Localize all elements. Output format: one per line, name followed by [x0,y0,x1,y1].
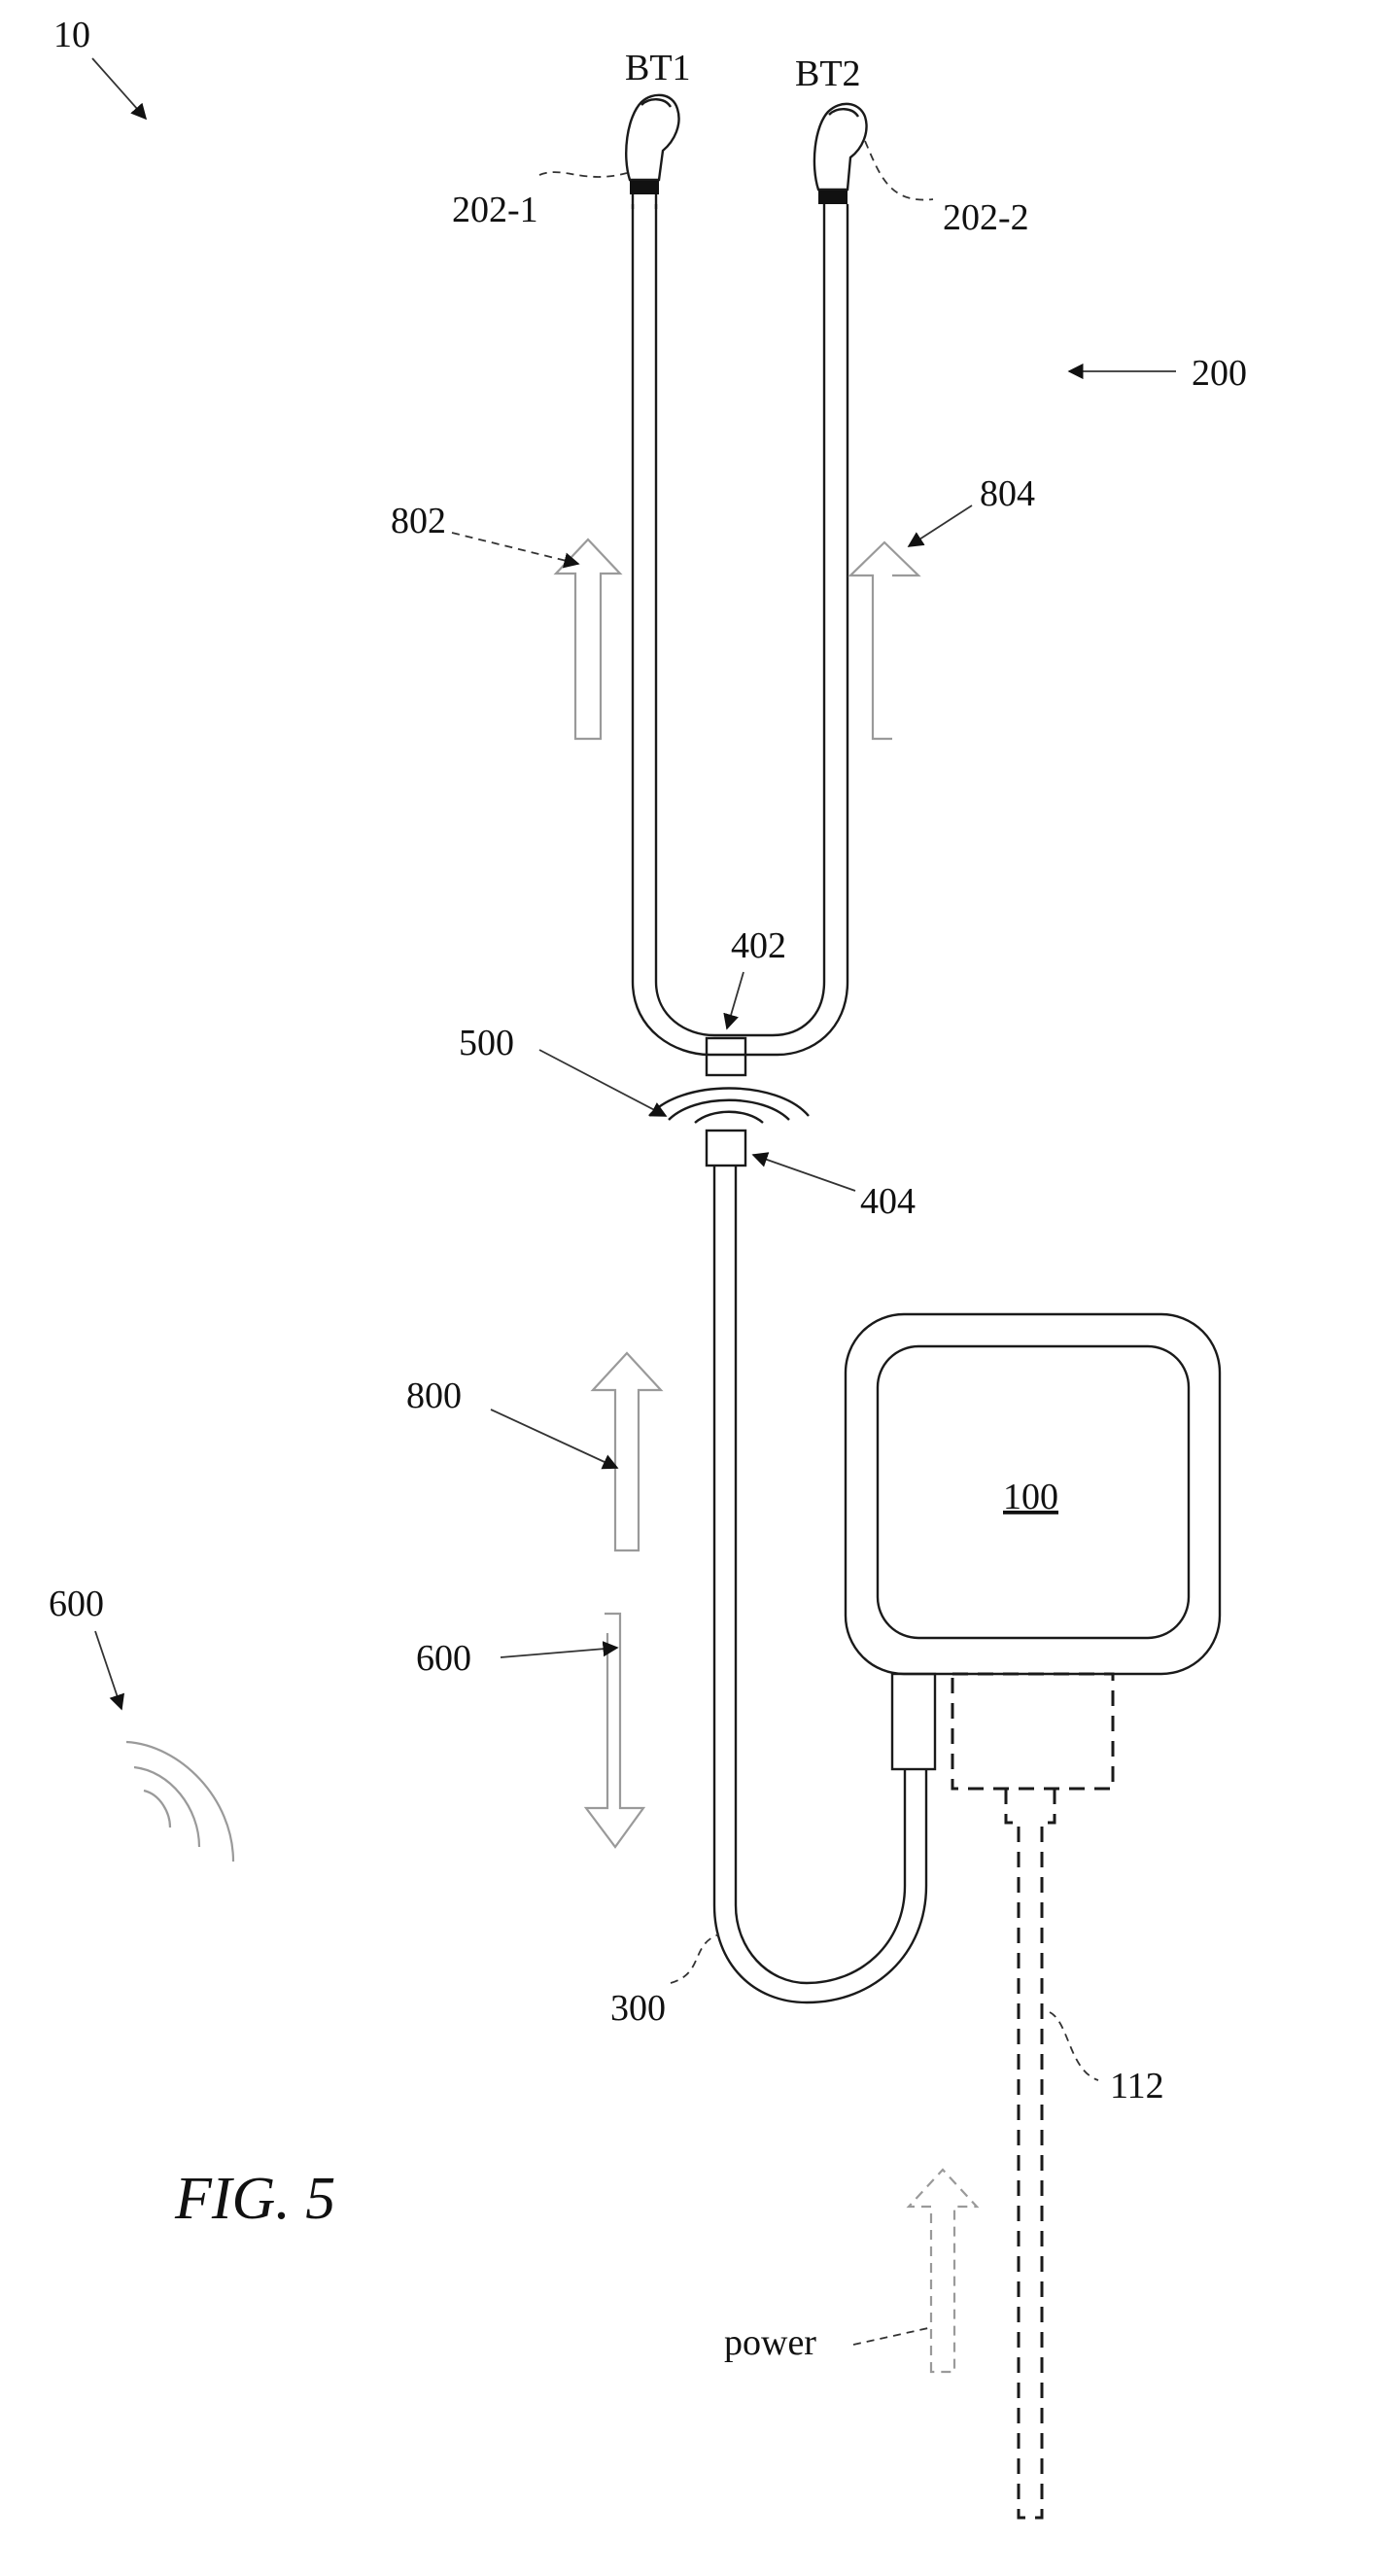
cable-label: 300 [610,1988,666,2029]
coupling-leader [538,1049,668,1117]
arrow-804-label: 804 [980,473,1035,514]
arrow-802-leader [451,532,580,569]
y-cable [631,204,849,1057]
bidirectional-arrow-800 [590,1351,664,1552]
main-cable [712,1166,928,2004]
arrow-800-label: 800 [406,1375,462,1416]
wireless-signal-waves [125,1740,235,1862]
cable-leader [670,1933,720,1984]
device-100: 100 [844,1312,1222,1676]
device-jack [890,1672,937,1771]
power-arrow [906,2168,980,2374]
headset-label: 200 [1192,353,1247,394]
power-connector [951,1672,1115,1791]
system-leader [91,57,148,121]
upward-arrow-804 [848,540,921,741]
connector-402-leader [723,971,744,1030]
arrow-600-label: 600 [416,1638,471,1679]
system-label: 10 [53,15,90,55]
upward-arrow-802 [553,538,623,741]
downward-arrow-600 [583,1612,646,1849]
arrow-802-label: 802 [391,501,446,541]
earbud-left-ref: 202-1 [452,190,538,230]
power-leader [852,2327,929,2346]
power-label: power [724,2322,816,2363]
power-cable-label: 112 [1110,2066,1164,2106]
connector-404-leader [751,1152,856,1192]
earbud-right [813,102,868,204]
earbud-right-leader [864,140,934,201]
coupling-waves [648,1087,810,1124]
earbud-left [625,93,680,209]
connector-404 [705,1129,747,1167]
coupling-label: 500 [459,1023,514,1063]
connector-402 [705,1036,747,1077]
arrow-804-leader [907,505,973,547]
figure-caption: FIG. 5 [174,2166,335,2232]
arrow-600-leader [500,1641,619,1658]
power-cable-leader [1049,2011,1099,2081]
device-label: 100 [1003,1477,1058,1517]
earbud-left-name: BT1 [625,48,691,88]
earbud-right-name: BT2 [795,53,861,94]
connector-402-label: 402 [731,925,786,966]
earbud-left-leader [538,171,628,178]
power-cable-112 [1004,1789,1056,2520]
wireless-label: 600 [49,1584,104,1624]
connector-404-label: 404 [860,1181,916,1222]
wireless-leader [94,1630,125,1711]
earbud-right-ref: 202-2 [943,197,1029,238]
arrow-800-leader [490,1409,619,1470]
